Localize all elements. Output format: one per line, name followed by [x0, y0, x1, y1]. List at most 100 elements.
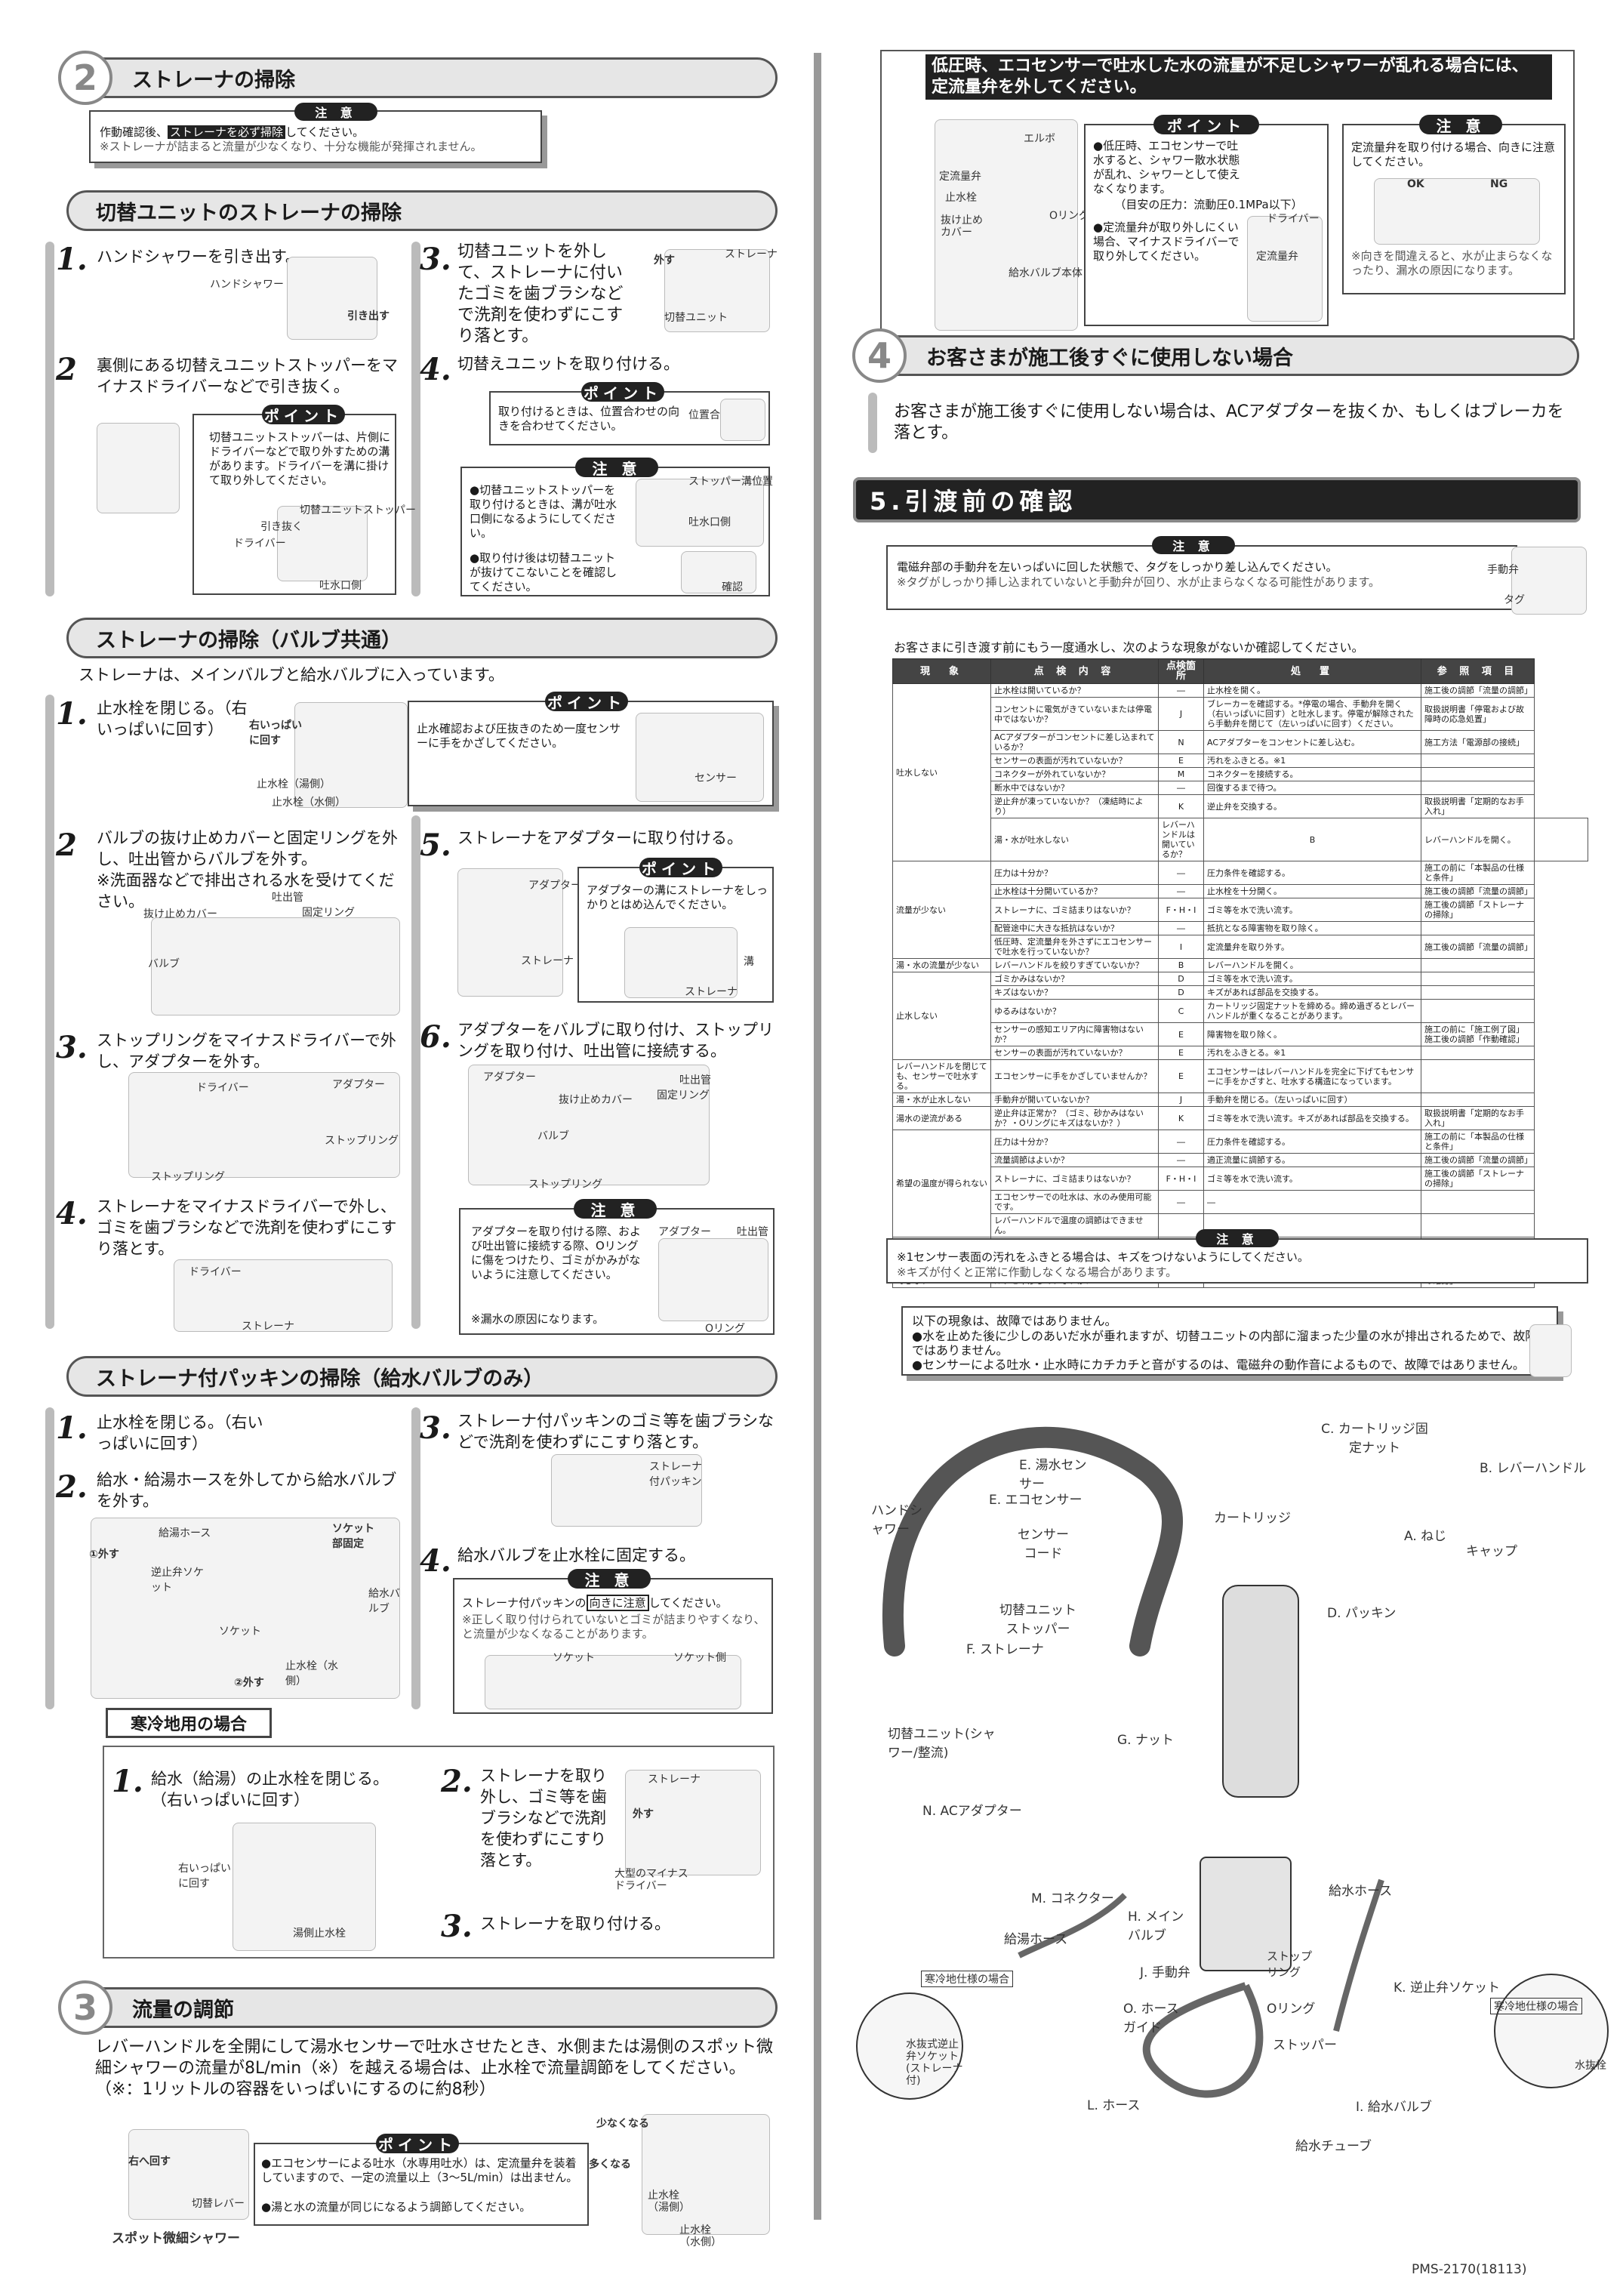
part-label: J. 手動弁 — [1140, 1965, 1190, 1980]
part-label: F. ストレーナ — [966, 1642, 1044, 1657]
label: 溝 — [744, 956, 754, 968]
label: ハンドシャワー — [210, 279, 284, 291]
label: 引き出す — [347, 310, 390, 322]
section-number: 3 — [58, 1980, 112, 2035]
section-2-header: 2 ストレーナの掃除 — [58, 51, 778, 105]
intro-text: ストレーナは、メインバルブと給水バルブに入っています。 — [79, 666, 504, 684]
label: 逆止弁ソケット — [151, 1567, 204, 1594]
label: ソケット側 — [673, 1652, 726, 1664]
caution-label: 注 意 — [1419, 115, 1502, 135]
groove-illustration — [624, 927, 738, 998]
label: ストップリング — [528, 1179, 602, 1191]
part-label: 寒冷地仕様の場合 — [921, 1971, 1013, 1987]
not-failure-box: 以下の現象は、故障ではありません。 ●水を止めた後に少しのあいだ水が垂れますが、… — [901, 1306, 1558, 1376]
table-cell: ACアダプターをコンセントに差し込む。 — [1203, 730, 1421, 754]
label: ②外す — [234, 1677, 264, 1689]
part-label: ストッパー — [1273, 2038, 1337, 2053]
table-cell: センサーの表面が汚れていないか？ — [990, 754, 1159, 768]
caution-note: ※キズが付くと正常に作動しなくなる場合があります。 — [897, 1265, 1178, 1279]
table-cell: ゴミ等を水で洗い流す。 — [1203, 898, 1421, 922]
step-number: 3. — [56, 1030, 88, 1065]
table-cell: 逆止弁が凍っていないか？（凍結時により） — [990, 794, 1159, 818]
label: 給湯ホース — [159, 1527, 211, 1539]
table-cell: エコセンサーに手をかざしていませんか？ — [990, 1059, 1159, 1093]
part-label: L. ホース — [1087, 2098, 1141, 2113]
table-cell: カートリッジ固定ナットを締める。締め過ぎるとレバーハンドルが重くなることがありま… — [1203, 999, 1421, 1023]
drip-illustration — [1529, 1324, 1572, 1377]
step-text: ストレーナをマイナスドライバーで外し、ゴミを歯ブラシなどで洗剤を使わずにこすり落… — [97, 1197, 397, 1258]
section-title: 流量の調節 — [132, 1998, 234, 2022]
point-box: ポイント ●低圧時、エコセンサーで吐水すると、シャワー散水状態が乱れ、シャワーと… — [1084, 115, 1329, 326]
table-cell: 施工後の調節「ストレーナの掃除」 — [1421, 1166, 1535, 1191]
table-cell: ストレーナに、ゴミ詰まりはないか？ — [990, 898, 1159, 922]
section-rule — [45, 1407, 54, 1709]
part-label: 寒冷地仕様の場合 — [1490, 1998, 1582, 2014]
table-cell — [1421, 1046, 1535, 1060]
table-cell: ACアダプターがコンセントに差し込まれているか？ — [990, 730, 1159, 754]
table-cell: D — [1158, 985, 1204, 1000]
label: ストップリング — [325, 1135, 399, 1147]
table-row: レバーハンドルを閉じても、センサーで吐水する。エコセンサーに手をかざしていません… — [892, 1059, 1588, 1093]
caution-label: 注 意 — [1152, 536, 1235, 554]
table-cell: 手動弁を閉じる。（左いっぱいに回す） — [1203, 1093, 1421, 1107]
table-cell: キズがあれば部品を交換する。 — [1203, 985, 1421, 1000]
main-valve — [1200, 1857, 1292, 1971]
table-cell: 配管途中に大きな抵抗はないか？ — [990, 921, 1159, 935]
adapter-illustration — [457, 868, 563, 997]
part-label: 給水チューブ — [1295, 2139, 1372, 2154]
table-row: 希望の温度が得られない圧力は十分か？―圧力条件を確認する。施工の前に「本製品の仕… — [892, 1130, 1588, 1237]
check-intro: お客さまに引き渡す前にもう一度通水し、次のような現象がないか確認してください。 — [894, 640, 1364, 655]
step-text: アダプターをバルブに取り付け、ストップリングを取り付け、吐出管に接続する。 — [457, 1021, 774, 1060]
table-cell: 手動弁が開いていないか？ — [990, 1093, 1159, 1107]
step-text: バルブの抜け止めカバーと固定リングを外し、吐出管からバルブを外す。 — [97, 829, 398, 868]
table-row: 断水中ではないか？―回復するまで待つ。 — [893, 781, 1588, 795]
label: 右へ回す — [128, 2156, 171, 2168]
table-cell: ゴミ等を水で洗い流す。キズがあれば部品を交換する。 — [1203, 1106, 1421, 1130]
valve-strainer-header: ストレーナの掃除（バルブ共通） — [66, 618, 778, 658]
point-label: ポイント — [581, 382, 664, 402]
table-cell: レバーハンドルは開いているか？ — [1158, 818, 1204, 861]
table-cell: ― — [1158, 884, 1204, 898]
table-cell: エコセンサーはレバーハンドルを完全に下げてもセンサーに手をかざすと、吐水する構造… — [1203, 1059, 1421, 1093]
table-cell: 取扱説明書「定期的なお手入れ」 — [1421, 794, 1535, 818]
table-cell: ― — [1158, 921, 1204, 935]
part-label: 給水ホース — [1329, 1884, 1393, 1899]
caution-text: 定流量弁を取り付ける場合、向きに注意してください。 — [1351, 140, 1556, 168]
caution-box: 注 意 電磁弁部の手動弁を左いっぱいに回した状態で、タグをしっかり差し込んでくだ… — [886, 536, 1517, 610]
step-number: 6. — [420, 1019, 451, 1055]
label: 吐出管 — [272, 892, 303, 904]
label: 湯側止水栓 — [293, 1928, 346, 1940]
table-cell: ストレーナに、ゴミ詰まりはないか？ — [990, 1166, 1159, 1191]
table-cell: 止水栓を十分開く。 — [1203, 884, 1421, 898]
part-label: ストップリング — [1267, 1949, 1313, 1979]
label: 定流量弁 — [1256, 251, 1298, 263]
step-number: 2. — [441, 1764, 473, 1799]
label: 定流量弁 — [939, 171, 981, 183]
low-pressure-box: 低圧時、エコセンサーで吐水した水の流量が不足しシャワーが乱れる場合には、 定流量… — [880, 50, 1575, 340]
part-label: H. メインバルブ — [1128, 1909, 1184, 1943]
confirm-illustration — [681, 551, 756, 593]
label: 多くなる — [589, 2159, 631, 2171]
alignment-illustration — [720, 399, 765, 441]
table-cell: 止水しない — [892, 972, 991, 1060]
table-cell: B — [1158, 958, 1204, 972]
table-cell: コンセントに電気がきていないまたは停電中ではないか？ — [990, 697, 1159, 731]
not-failure-item: ●水を止めた後に少しのあいだ水が垂れますが、切替ユニットの内部に溜まった少量の水… — [912, 1329, 1538, 1358]
caution-label: 注 意 — [568, 1569, 651, 1589]
table-cell: 汚れをふきとる。※1 — [1203, 1046, 1421, 1060]
label: 止水栓（水側） — [285, 1660, 338, 1687]
table-cell: E — [1158, 1046, 1204, 1060]
part-label: キャップ — [1466, 1544, 1517, 1559]
label: 給水バルブ本体 — [1009, 267, 1083, 279]
point-label: ポイント — [1153, 115, 1259, 135]
parts-diagram-lines — [856, 1426, 1609, 2100]
step-number: 3. — [420, 1410, 451, 1446]
table-cell: E — [1158, 1059, 1204, 1093]
label: タグ — [1504, 594, 1525, 606]
part-label: O. ホースガイド — [1123, 2002, 1179, 2036]
